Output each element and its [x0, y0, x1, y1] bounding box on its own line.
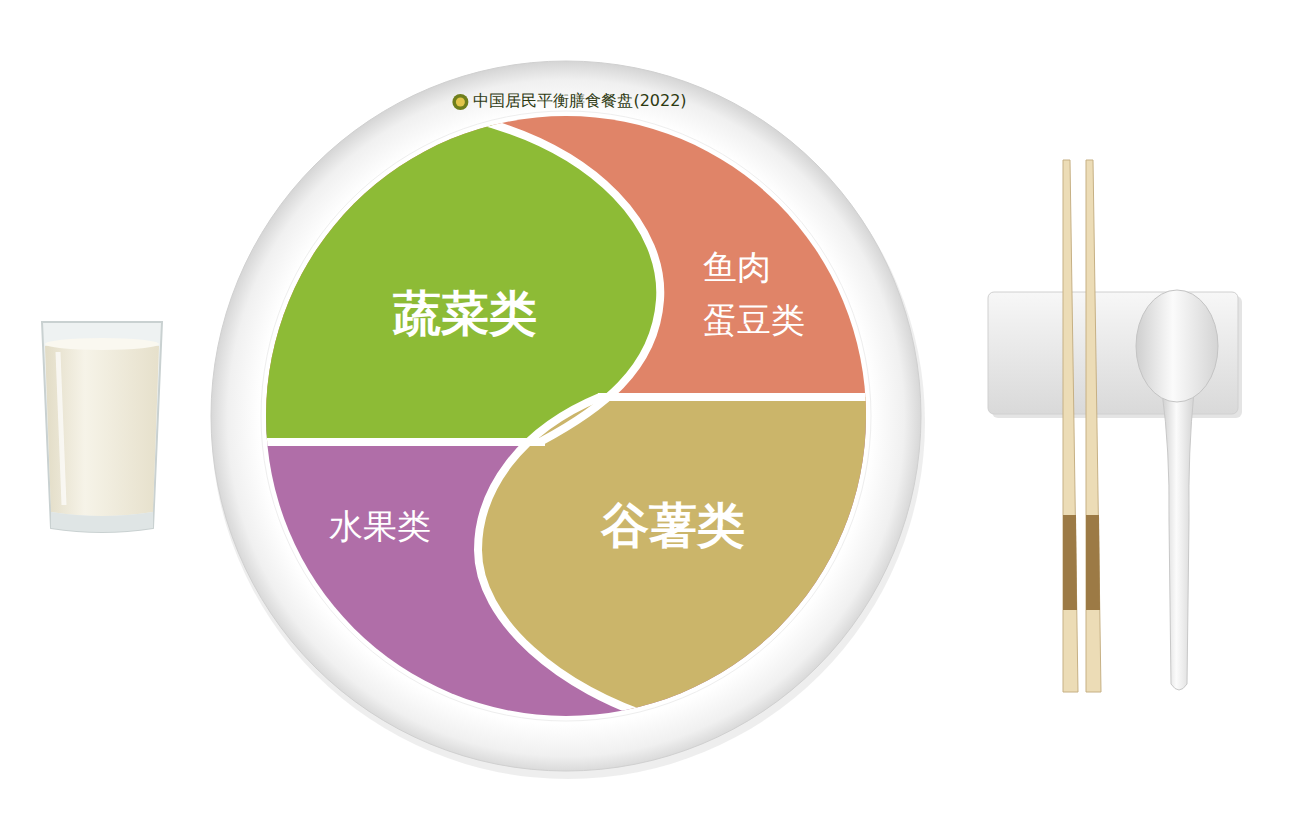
chopstick — [1086, 160, 1101, 692]
glass-shine — [58, 352, 64, 505]
plate — [211, 61, 921, 771]
glass-base — [51, 512, 153, 532]
food-sections — [240, 80, 890, 760]
milk — [45, 342, 159, 516]
spoon — [1136, 290, 1218, 690]
logo-disc — [452, 94, 468, 110]
divider — [478, 397, 660, 720]
chopsticks — [1063, 160, 1101, 692]
milk-surface — [45, 338, 159, 350]
divider — [470, 118, 660, 442]
fruit-label: 水果类 — [329, 506, 431, 547]
chopstick-band — [1063, 515, 1077, 610]
plate-title: 中国居民平衡膳食餐盘(2022) — [473, 91, 686, 112]
grain-label: 谷薯类 — [601, 497, 745, 555]
food-section: 谷薯类 — [601, 497, 745, 555]
spoon-handle — [1162, 392, 1194, 690]
glass-body — [42, 322, 162, 532]
chopstick-band — [1086, 515, 1100, 610]
logo-center — [456, 98, 465, 107]
food-section: 水果类 — [329, 506, 431, 547]
chopstick — [1063, 160, 1078, 692]
logo — [452, 94, 468, 110]
spoon-bowl — [1136, 290, 1218, 402]
vegetable-label: 蔬菜类 — [393, 285, 537, 343]
vegetable-section — [240, 80, 660, 442]
grain-section — [478, 397, 890, 760]
divider — [240, 438, 545, 446]
protein-label: 鱼肉 蛋豆类 — [703, 241, 810, 346]
divider — [598, 393, 890, 401]
milk-glass — [42, 322, 162, 532]
food-section: 鱼肉 蛋豆类 — [703, 241, 810, 346]
food-section: 蔬菜类 — [393, 285, 537, 343]
